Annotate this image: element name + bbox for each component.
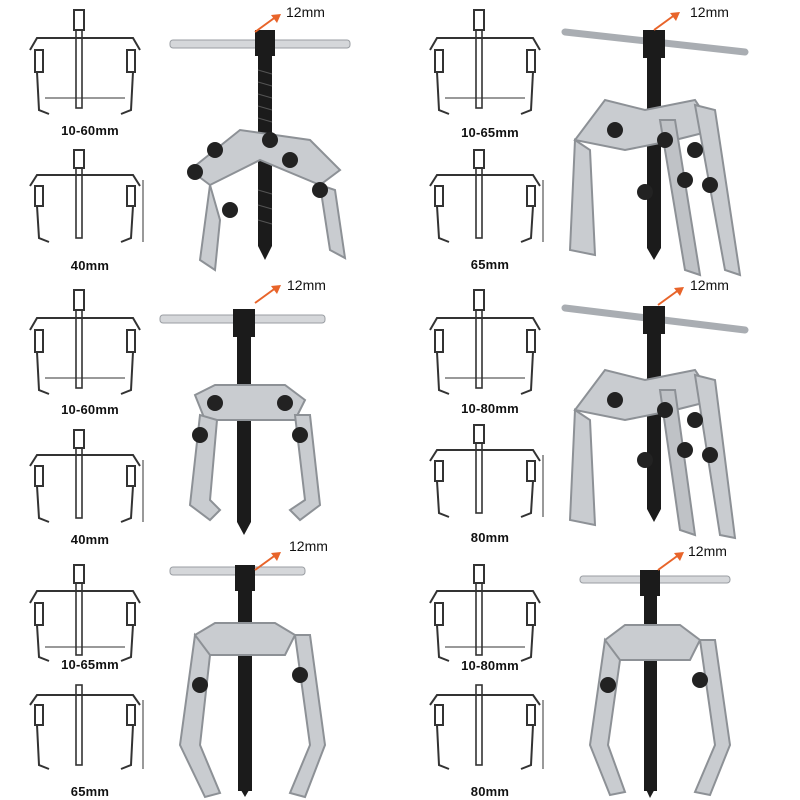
range-label: 10-60mm — [61, 123, 119, 138]
two-jaw-diagram-depth — [429, 684, 544, 770]
three-jaw-puller-long-photo — [561, 28, 749, 277]
thread-arrow-icon — [657, 287, 684, 306]
depth-label: 65mm — [70, 784, 110, 799]
thread-arrow-icon — [254, 285, 281, 304]
range-label: 10-80mm — [461, 401, 519, 416]
two-jaw-diagram-depth — [429, 149, 544, 243]
two-jaw-diagram-range — [29, 9, 141, 115]
thread-size-label: 12mm — [289, 538, 328, 554]
two-jaw-diagram-range — [29, 564, 141, 662]
depth-label: 80mm — [470, 784, 510, 799]
two-jaw-diagram-range — [429, 564, 541, 662]
two-jaw-puller-long-photo — [579, 570, 732, 798]
depth-label: 80mm — [470, 530, 510, 545]
three-jaw-puller-photo — [169, 30, 351, 272]
thread-size-label: 12mm — [690, 277, 729, 293]
depth-label: 40mm — [70, 258, 110, 273]
panel-4: 10-80mm 80mm 12mm — [400, 275, 800, 545]
depth-label: 40mm — [70, 532, 110, 547]
three-jaw-puller-long-photo — [561, 304, 749, 540]
two-jaw-diagram-depth — [29, 149, 144, 243]
thread-arrow-icon — [254, 552, 281, 571]
two-jaw-diagram-depth — [29, 684, 144, 770]
thread-arrow-icon — [254, 14, 281, 33]
range-label: 10-60mm — [61, 402, 119, 417]
thread-size-label: 12mm — [688, 543, 727, 559]
two-jaw-puller-long-photo — [169, 565, 327, 799]
thread-size-label: 12mm — [287, 277, 326, 293]
depth-label: 65mm — [470, 257, 510, 272]
panel-1: 10-60mm 40mm 12mm — [0, 0, 400, 273]
panel-5: 10-65mm 65mm 12mm — [0, 538, 400, 800]
two-jaw-diagram-range — [429, 289, 541, 395]
panel-2: 10-65mm 65mm 12mm — [400, 0, 800, 277]
range-label: 10-65mm — [461, 125, 519, 140]
two-jaw-diagram-depth — [29, 429, 144, 523]
thread-size-label: 12mm — [286, 4, 325, 20]
panel-3: 10-60mm 40mm 12mm — [0, 275, 400, 547]
thread-arrow-icon — [653, 12, 680, 31]
two-jaw-diagram-depth — [429, 424, 544, 518]
two-jaw-diagram-range — [29, 289, 141, 395]
range-label: 10-80mm — [461, 658, 519, 673]
range-label: 10-65mm — [61, 657, 119, 672]
two-jaw-puller-photo — [159, 309, 326, 535]
thread-size-label: 12mm — [690, 4, 729, 20]
two-jaw-diagram-range — [429, 9, 541, 115]
panel-6: 10-80mm 80mm 12mm — [400, 543, 800, 800]
thread-arrow-icon — [657, 552, 684, 571]
